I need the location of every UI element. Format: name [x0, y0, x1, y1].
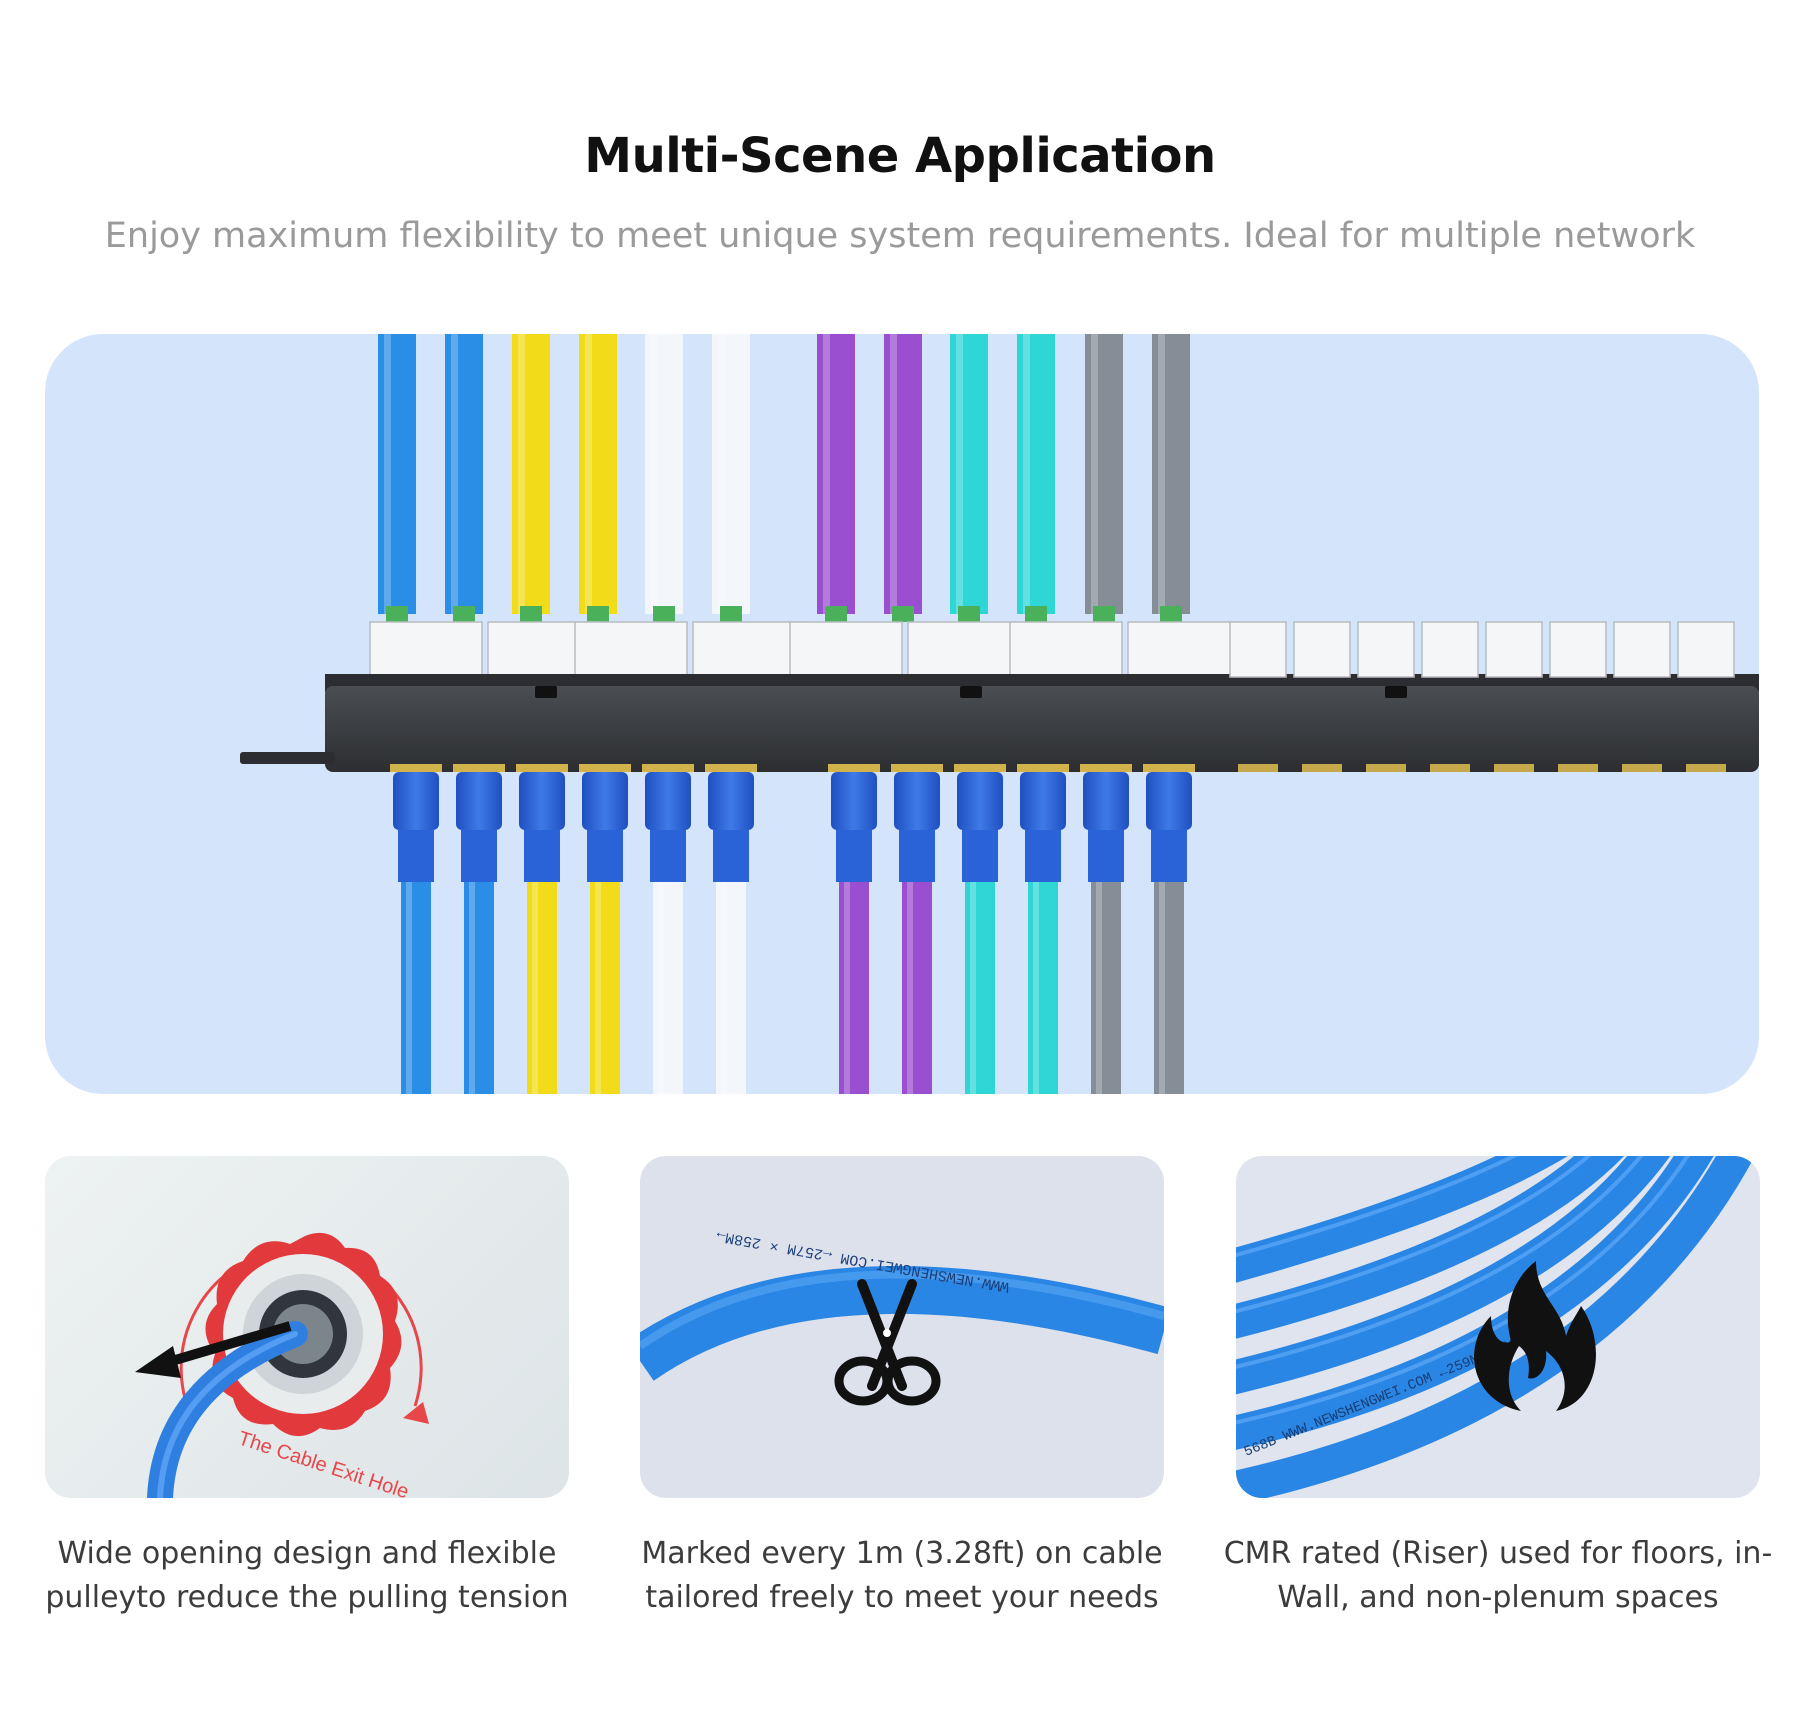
- keystone-jack: [574, 621, 688, 678]
- card-cmr-rated: 568B WWW.NEWSHENGWEI.COM ←259M × 260M→: [1236, 1156, 1760, 1498]
- rj45-plug: [1020, 772, 1066, 830]
- patch-panel-illustration: [45, 334, 1759, 1094]
- plug-boot: [1025, 830, 1061, 882]
- empty-ports: [1229, 621, 1735, 772]
- cable-exit-photo: The Cable Exit Hole: [135, 1232, 429, 1498]
- rj45-plug: [708, 772, 754, 830]
- empty-port: [1549, 621, 1607, 678]
- cable-exit-label: The Cable Exit Hole: [235, 1427, 411, 1498]
- cable-top: [579, 334, 617, 614]
- caption-line: Marked every 1m (3.28ft) on cable: [641, 1536, 1163, 1571]
- rj45-plug: [645, 772, 691, 830]
- empty-port: [1677, 621, 1735, 678]
- plug-boot: [461, 830, 497, 882]
- cable-top: [884, 334, 922, 614]
- plug-boot: [1088, 830, 1124, 882]
- caption-line: tailored freely to meet your needs: [645, 1580, 1159, 1615]
- cable-bottom: [839, 882, 869, 1094]
- rj45-plug: [1083, 772, 1129, 830]
- page-subtitle: Enjoy maximum flexibility to meet unique…: [104, 216, 1696, 256]
- plug-boot: [587, 830, 623, 882]
- arrow-icon: [135, 1321, 292, 1378]
- empty-port: [1357, 621, 1415, 678]
- rj45-plug: [456, 772, 502, 830]
- plug-boot: [398, 830, 434, 882]
- plug-boot: [650, 830, 686, 882]
- keystone-jack: [369, 621, 483, 678]
- plug-boot: [899, 830, 935, 882]
- keystone-jack: [907, 621, 1021, 678]
- cable-top: [645, 334, 683, 614]
- cable-marking-photo: WWW.NEWSHENGWEI.COM ←257M × 258M→: [640, 1227, 1164, 1406]
- empty-port: [1613, 621, 1671, 678]
- keystone-jack: [789, 621, 903, 678]
- empty-port: [1293, 621, 1351, 678]
- caption-line: Wide opening design and flexible: [57, 1536, 557, 1571]
- rj45-plug: [393, 772, 439, 830]
- keystone-jack: [1009, 621, 1123, 678]
- caption-line: Wall, and non-plenum spaces: [1277, 1580, 1719, 1615]
- flame-icon: [1474, 1261, 1596, 1411]
- caption-length-marking: Marked every 1m (3.28ft) on cable tailor…: [622, 1532, 1182, 1620]
- rack-ear: [240, 752, 335, 764]
- scissors-icon: [834, 1279, 941, 1406]
- rj45-plug: [1146, 772, 1192, 830]
- rj45-plug: [519, 772, 565, 830]
- caption-cmr-rated: CMR rated (Riser) used for floors, in- W…: [1218, 1532, 1778, 1620]
- empty-port: [1485, 621, 1543, 678]
- rj45-plugs: [390, 764, 1195, 882]
- plug-boot: [836, 830, 872, 882]
- cable-bottom: [965, 882, 995, 1094]
- empty-port: [1421, 621, 1479, 678]
- rj45-plug: [894, 772, 940, 830]
- cable-bottom: [1154, 882, 1184, 1094]
- caption-cable-exit: Wide opening design and flexible pulleyt…: [27, 1532, 587, 1620]
- cable-bottom: [464, 882, 494, 1094]
- cable-bottom: [1091, 882, 1121, 1094]
- cable-top: [817, 334, 855, 614]
- rj45-plug: [957, 772, 1003, 830]
- cable-top: [950, 334, 988, 614]
- plug-boot: [962, 830, 998, 882]
- cable-coil-photo: 568B WWW.NEWSHENGWEI.COM ←259M × 260M→: [1236, 1156, 1755, 1498]
- cable-bottom: [1028, 882, 1058, 1094]
- cable-top: [512, 334, 550, 614]
- cable-top: [378, 334, 416, 614]
- keystone-jack: [692, 621, 806, 678]
- page-title: Multi-Scene Application: [584, 128, 1216, 184]
- caption-line: pulleyto reduce the pulling tension: [45, 1580, 569, 1615]
- cable-top: [712, 334, 750, 614]
- plug-boot: [524, 830, 560, 882]
- cable-bottom: [590, 882, 620, 1094]
- patch-panel-drawing: [240, 334, 1759, 1094]
- cable-bottom: [716, 882, 746, 1094]
- keystone-jacks: [369, 621, 1241, 678]
- caption-line: CMR rated (Riser) used for floors, in-: [1223, 1536, 1773, 1571]
- plug-boot: [713, 830, 749, 882]
- lower-cables: [401, 882, 1184, 1094]
- rj45-plug: [582, 772, 628, 830]
- cable-top: [1152, 334, 1190, 614]
- keystone-jack: [1127, 621, 1241, 678]
- cable-bottom: [401, 882, 431, 1094]
- upper-cables: [378, 334, 1190, 622]
- empty-port: [1229, 621, 1287, 678]
- cable-top: [1085, 334, 1123, 614]
- cable-bottom: [527, 882, 557, 1094]
- card-length-marking: WWW.NEWSHENGWEI.COM ←257M × 258M→: [640, 1156, 1164, 1498]
- card-cable-exit-hole: The Cable Exit Hole: [45, 1156, 569, 1498]
- panel-body: [325, 686, 1759, 772]
- rj45-plug: [831, 772, 877, 830]
- plug-boot: [1151, 830, 1187, 882]
- cable-top: [445, 334, 483, 614]
- cable-top: [1017, 334, 1055, 614]
- cable-bottom: [902, 882, 932, 1094]
- cable-bottom: [653, 882, 683, 1094]
